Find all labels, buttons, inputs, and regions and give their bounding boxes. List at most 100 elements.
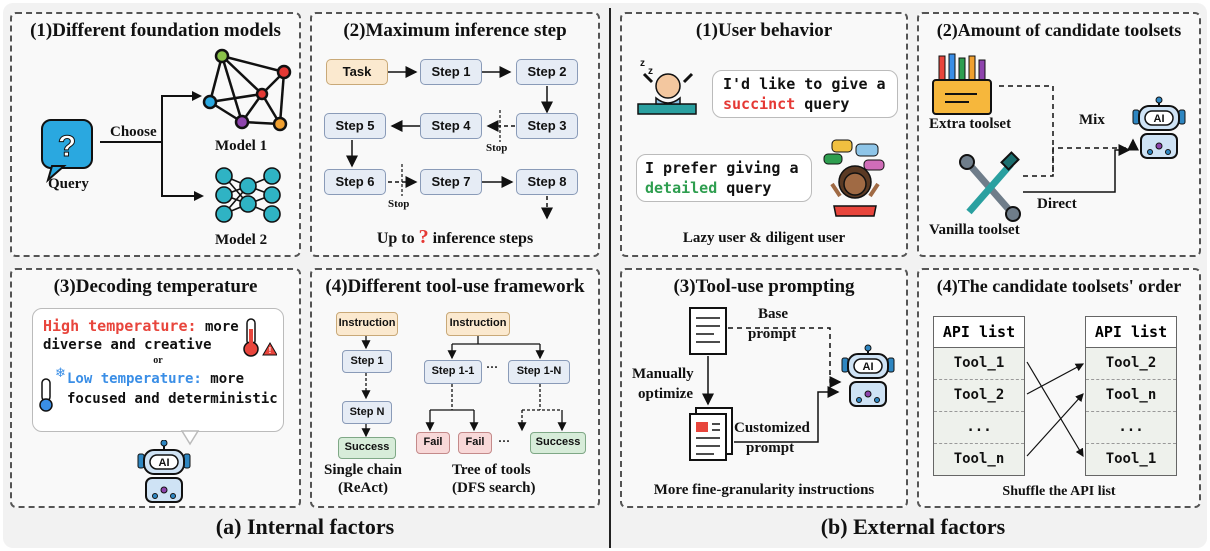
panel-title: (1)User behavior <box>695 20 833 41</box>
shuffle-arrows <box>1026 361 1085 458</box>
step-box-8: Step 8 <box>516 169 578 195</box>
temperature-bubble: High temperature: more diverse and creat… <box>32 308 284 432</box>
step-box-3: Step 3 <box>516 113 578 139</box>
table-row: Tool_n <box>1086 380 1176 412</box>
model1-label: Model 1 <box>215 138 268 154</box>
svg-text:AI: AI <box>159 457 170 469</box>
network-graph-icon <box>202 48 292 132</box>
svg-text:❄: ❄ <box>55 366 65 381</box>
base-label-2: prompt <box>748 326 797 342</box>
panel-inference-step: (2)Maximum inference step Task Step 1 St… <box>310 12 600 257</box>
user-caption: Lazy user & diligent user <box>682 230 846 246</box>
bubble1-line2: succinct query <box>723 95 850 113</box>
manual-label-2: optimize <box>638 386 693 402</box>
panel-user-behavior: (1)User behavior z z I'd like to give a … <box>620 12 908 257</box>
step-box-1: Step 1 <box>420 59 482 85</box>
hot-thermometer-icon: ! <box>243 318 277 357</box>
diligent-user-icon <box>823 139 885 217</box>
ai-robot-icon: AI <box>1132 96 1186 159</box>
step-box-5: Step 5 <box>324 113 386 139</box>
question-mark: ? <box>418 226 429 248</box>
choose-label: Choose <box>110 124 157 140</box>
base-label-1: Base <box>758 306 788 322</box>
step1-box: Step 1 <box>342 350 392 373</box>
table-row: ... <box>934 412 1024 444</box>
mix-label: Mix <box>1079 112 1105 128</box>
lazy-user-icon: z z <box>637 58 697 115</box>
query-bubble-icon: ? <box>41 119 93 183</box>
success-box-tree: Success <box>530 432 586 454</box>
choose-arrow-down <box>161 142 194 197</box>
dfs-label: (DFS search) <box>452 480 536 496</box>
low-line-2: focused and deterministic <box>67 391 278 407</box>
panel-title: (3)Decoding temperature <box>53 276 258 297</box>
panel-decoding-temperature: (3)Decoding temperature High temperature… <box>10 268 301 508</box>
section-divider <box>609 8 611 548</box>
instruction-box-single: Instruction <box>336 312 398 336</box>
api-list-header: API list <box>934 317 1024 348</box>
panel-title: (1)Different foundation models <box>30 20 281 41</box>
step1-N-box: Step 1-N <box>508 360 570 384</box>
inference-arrows <box>346 66 553 220</box>
custom-label-1: Customized <box>734 420 810 436</box>
panel-toolset-order: (4)The candidate toolsets' order API lis… <box>917 268 1201 508</box>
toolset-graphic: AI <box>932 53 1186 222</box>
bubble1-line1: I'd like to give a <box>723 75 886 93</box>
wrench-screwdriver-icon <box>959 151 1021 222</box>
react-label: (ReAct) <box>338 480 388 496</box>
panel-tool-use-framework: (4)Different tool-use framework Instruct… <box>310 268 600 508</box>
customized-document-icon <box>689 407 733 461</box>
svg-text:!: ! <box>269 346 272 355</box>
manual-label-1: Manually <box>632 366 694 382</box>
api-list-header: API list <box>1086 317 1176 348</box>
succinct-bubble: I'd like to give a succinct query <box>712 70 898 118</box>
api-list-shuffled: API list Tool_2 Tool_n ... Tool_1 <box>1085 316 1177 476</box>
fail-box-1: Fail <box>416 432 450 454</box>
hdots-2: ··· <box>498 434 511 448</box>
external-footer: (b) External factors <box>820 514 1006 539</box>
framework-arrows <box>361 336 567 438</box>
panel-foundation-models: (1)Different foundation models ? <box>10 12 301 257</box>
stop-label-2: Stop <box>388 198 410 210</box>
extra-toolset-label: Extra toolset <box>929 116 1012 132</box>
svg-text:z: z <box>640 58 645 69</box>
panel-title: (3)Tool-use prompting <box>673 276 855 297</box>
stop-label-1: Stop <box>486 142 508 154</box>
api-list-original: API list Tool_1 Tool_2 ... Tool_n <box>933 316 1025 476</box>
tree-label: Tree of tools <box>452 462 531 478</box>
prompting-graphic: AI <box>689 307 895 461</box>
table-row: Tool_2 <box>934 380 1024 412</box>
svg-text:?: ? <box>58 130 76 163</box>
svg-text:AI: AI <box>863 361 874 373</box>
step1-1-box: Step 1-1 <box>424 360 482 384</box>
panel-candidate-toolsets: (2)Amount of candidate toolsets <box>917 12 1201 257</box>
panel-title: (4)The candidate toolsets' order <box>936 276 1182 296</box>
panel-title: (2)Maximum inference step <box>343 20 567 41</box>
bubble-tail <box>180 430 200 446</box>
pencil-cup-icon <box>932 53 992 115</box>
internal-footer: (a) Internal factors <box>215 514 395 539</box>
model2-label: Model 2 <box>215 232 268 248</box>
instruction-box-tree: Instruction <box>446 312 510 336</box>
prompting-caption: More fine-granularity instructions <box>653 482 875 498</box>
custom-label-2: prompt <box>746 440 795 456</box>
success-box-single: Success <box>338 437 396 459</box>
step-box-2: Step 2 <box>516 59 578 85</box>
shuffle-caption: Shuffle the API list <box>1002 484 1116 499</box>
stepN-box: Step N <box>342 401 392 424</box>
panel-title: (2)Amount of candidate toolsets <box>936 20 1182 40</box>
choose-arrow-up <box>100 95 192 143</box>
single-chain-label: Single chain <box>324 462 402 478</box>
foundation-models-graphic: ? <box>41 48 292 223</box>
high-line-1: High temperature: more <box>43 317 239 335</box>
or-label: or <box>153 355 163 366</box>
query-label: Query <box>48 176 89 192</box>
svg-text:AI: AI <box>1154 113 1165 125</box>
base-document-icon <box>689 307 727 355</box>
neural-network-icon <box>215 167 281 223</box>
ai-robot-icon: AI <box>841 344 895 407</box>
table-row: Tool_1 <box>934 348 1024 380</box>
table-row: Tool_1 <box>1105 451 1157 467</box>
bubble2-line2: detailed query <box>645 179 772 197</box>
